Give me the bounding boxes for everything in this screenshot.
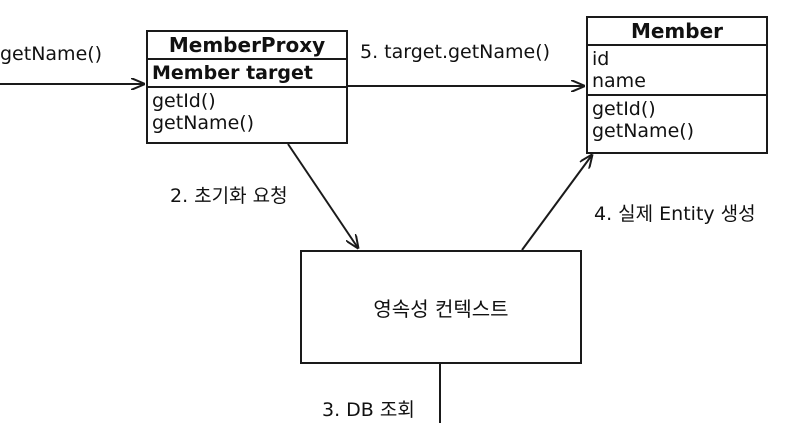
call-label: getName() bbox=[0, 43, 103, 65]
member-method: getId() bbox=[592, 98, 656, 120]
member-proxy-method: getName() bbox=[152, 112, 255, 134]
init-request-arrow bbox=[287, 143, 358, 248]
member-proxy-methods: getId() getName() bbox=[148, 88, 346, 134]
member-proxy-field: Member target bbox=[152, 62, 313, 84]
member-title: Member bbox=[588, 18, 766, 46]
member-class: Member id name getId() getName() bbox=[586, 16, 768, 154]
member-fields: id name bbox=[588, 46, 766, 96]
target-call-label: 5. target.getName() bbox=[360, 41, 551, 63]
member-proxy-fields: Member target bbox=[148, 60, 346, 88]
member-field: name bbox=[592, 70, 646, 92]
persistence-context-box: 영속성 컨텍스트 bbox=[300, 250, 582, 364]
create-entity-arrow bbox=[521, 155, 592, 251]
member-proxy-method: getId() bbox=[152, 90, 216, 112]
member-proxy-title: MemberProxy bbox=[148, 32, 346, 60]
create-entity-label: 4. 실제 Entity 생성 bbox=[594, 203, 756, 225]
member-methods: getId() getName() bbox=[588, 96, 766, 142]
db-lookup-label: 3. DB 조회 bbox=[322, 399, 415, 421]
persistence-context-label: 영속성 컨텍스트 bbox=[373, 296, 509, 321]
init-request-label: 2. 초기화 요청 bbox=[170, 185, 288, 207]
member-field: id bbox=[592, 48, 610, 70]
member-proxy-class: MemberProxy Member target getId() getNam… bbox=[146, 30, 348, 144]
member-method: getName() bbox=[592, 120, 695, 142]
